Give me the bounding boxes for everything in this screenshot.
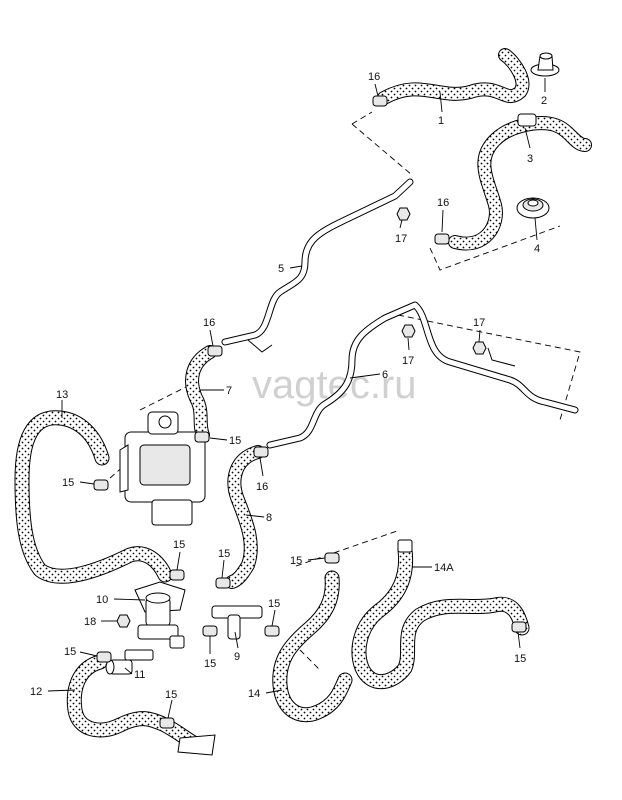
callout-1: 1	[438, 115, 444, 127]
sleeve-11	[105, 659, 133, 675]
grommet-4	[516, 197, 550, 219]
callout-15-a: 15	[62, 477, 74, 489]
callout-17-b: 17	[402, 355, 414, 367]
pipe-6	[266, 301, 579, 449]
callout-3: 3	[527, 153, 533, 165]
callout-13: 13	[56, 389, 68, 401]
clamps	[93, 95, 527, 729]
callout-7: 7	[226, 385, 232, 397]
callout-15-b: 15	[229, 435, 241, 447]
callout-8: 8	[266, 512, 272, 524]
callout-15-e: 15	[268, 598, 280, 610]
valve-10	[124, 581, 186, 661]
callout-15-h: 15	[165, 689, 177, 701]
callout-15-j: 15	[514, 653, 526, 665]
callout-11: 11	[134, 669, 145, 681]
hose-1	[377, 48, 530, 105]
callout-6: 6	[382, 369, 388, 381]
hose-14a	[351, 539, 530, 690]
hose-8	[225, 445, 265, 589]
callout-15-c: 15	[173, 539, 185, 551]
callout-15-i: 15	[290, 555, 302, 567]
callout-17-a: 17	[395, 233, 407, 245]
callout-16-c: 16	[203, 317, 215, 329]
callout-14: 14	[248, 688, 260, 700]
callout-14a: 14A	[434, 562, 454, 574]
hose-7	[185, 345, 217, 442]
hose-12	[66, 654, 216, 756]
hose-13	[14, 410, 173, 584]
callout-5: 5	[278, 263, 284, 275]
callout-17-c: 17	[473, 317, 485, 329]
callout-15-f: 15	[204, 658, 216, 670]
leader-lines	[47, 78, 546, 719]
pump-assembly	[119, 411, 206, 526]
callout-15-d: 15	[218, 548, 230, 560]
t-piece-9	[211, 605, 263, 640]
callout-18: 18	[84, 616, 96, 628]
hose-3	[448, 113, 592, 251]
callout-16-d: 16	[256, 481, 268, 493]
callout-labels: 1 2 3 4 5 6 7 8 9 10 11 12 13 14 14A 15 …	[30, 71, 547, 701]
nuts	[116, 207, 487, 628]
callout-4: 4	[534, 243, 540, 255]
callout-12: 12	[30, 686, 42, 698]
callout-10: 10	[96, 594, 108, 606]
callout-16-a: 16	[368, 71, 380, 83]
callout-2: 2	[541, 95, 547, 107]
callout-15-g: 15	[64, 646, 76, 658]
cap-2	[530, 52, 560, 77]
hose-14	[272, 570, 353, 723]
callout-16-b: 16	[437, 197, 449, 209]
pipe-5	[221, 178, 414, 353]
callout-9: 9	[234, 651, 240, 663]
